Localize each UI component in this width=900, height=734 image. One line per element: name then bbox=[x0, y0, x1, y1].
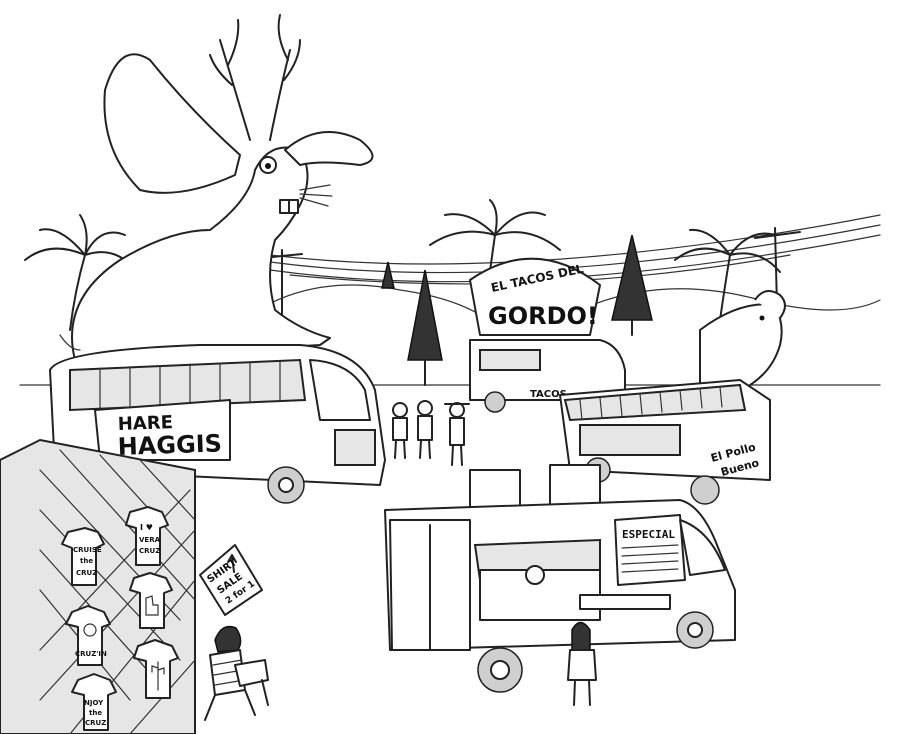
tshirt-i-love-vera-cruz: I ♥ VERA CRUZ bbox=[125, 506, 169, 566]
customer-woman bbox=[567, 621, 597, 706]
front-food-truck: ESPECIAL bbox=[384, 464, 736, 693]
tshirt-2-line1: I ♥ bbox=[140, 523, 153, 532]
pine-trees bbox=[381, 234, 653, 386]
gordo-side-text: TACOS bbox=[530, 389, 567, 400]
tshirt-1-line1: CRUISE bbox=[73, 546, 102, 554]
seller-in-lawn-chair bbox=[204, 625, 269, 721]
front-truck-menu-title: ESPECIAL bbox=[622, 528, 675, 541]
tshirt-2-line2: VERA bbox=[139, 536, 161, 544]
tshirt-2-line3: CRUZ bbox=[139, 547, 160, 555]
tshirt-6-line3: CRUZ bbox=[85, 719, 106, 727]
tshirt-4-line1: CRUZ'IN bbox=[75, 650, 107, 658]
gordo-arch-line2: GORDO! bbox=[488, 302, 598, 330]
tshirt-cruise-the-cruz: CRUISE the CRUZ bbox=[61, 527, 105, 586]
tshirt-6-line2: the bbox=[89, 709, 102, 717]
pollo-bueno-truck: El Pollo Bueno bbox=[559, 290, 786, 505]
palm-tree-right bbox=[674, 228, 781, 321]
jackalope-statue bbox=[59, 14, 374, 361]
palm-tree-left bbox=[24, 214, 136, 331]
tshirt-1-line3: CRUZ bbox=[76, 569, 97, 577]
bus-sign-line2: HAGGIS bbox=[117, 429, 222, 461]
tshirt-1-line2: the bbox=[80, 557, 93, 565]
tshirt-cactus bbox=[133, 639, 179, 699]
tshirt-thumbs-up bbox=[129, 572, 173, 629]
tshirt-njoy-the-cruz: NJOY the CRUZ bbox=[71, 673, 117, 731]
tshirt-6-line1: NJOY bbox=[84, 699, 104, 707]
shirt-sale-sign: SHIRT SALE 2 for 1 bbox=[199, 544, 263, 616]
three-people bbox=[392, 400, 470, 466]
hare-haggis-bus: HARE HAGGIS bbox=[49, 344, 386, 504]
bus-sign-line1: HARE bbox=[117, 412, 173, 435]
tshirt-cruzin-sun: CRUZ'IN bbox=[65, 605, 111, 666]
gordo-taco-truck: EL TACOS DEL GORDO! TACOS bbox=[469, 257, 626, 413]
